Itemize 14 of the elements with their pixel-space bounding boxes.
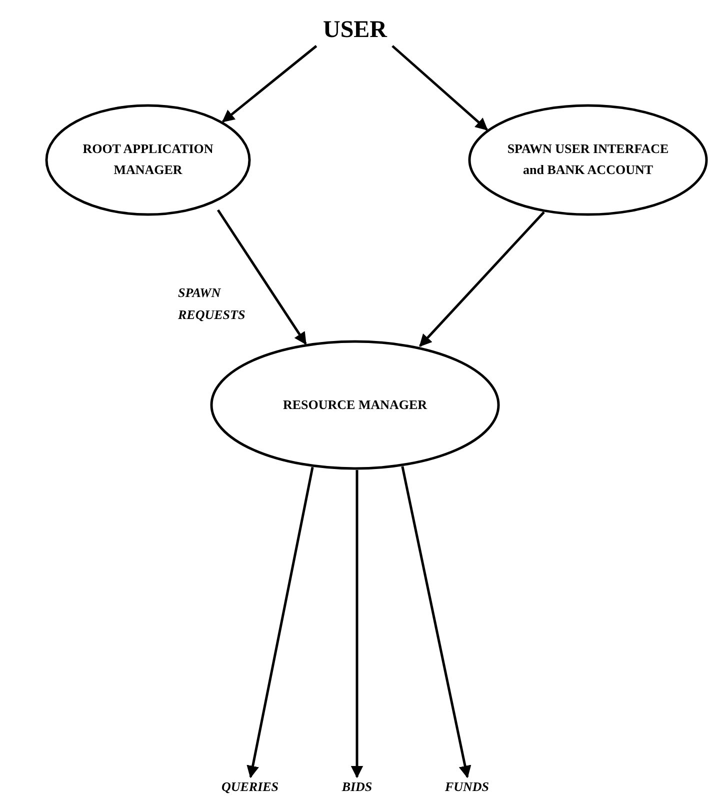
arrow [419, 211, 545, 347]
arrow [246, 466, 314, 778]
user-label: USER [310, 14, 400, 46]
node-label: SPAWN USER INTERFACE and BANK ACCOUNT [506, 140, 670, 179]
output-label: QUERIES [213, 777, 287, 797]
arrow [222, 45, 318, 122]
node-label: RESOURCE MANAGER [282, 396, 428, 414]
arrow [401, 466, 472, 778]
output-label: BIDS [335, 777, 379, 797]
arrow [392, 45, 488, 131]
output-label: FUNDS [437, 777, 497, 797]
arrow [350, 470, 364, 778]
node-label: ROOT APPLICATION MANAGER [82, 140, 214, 179]
arrow [216, 209, 307, 345]
